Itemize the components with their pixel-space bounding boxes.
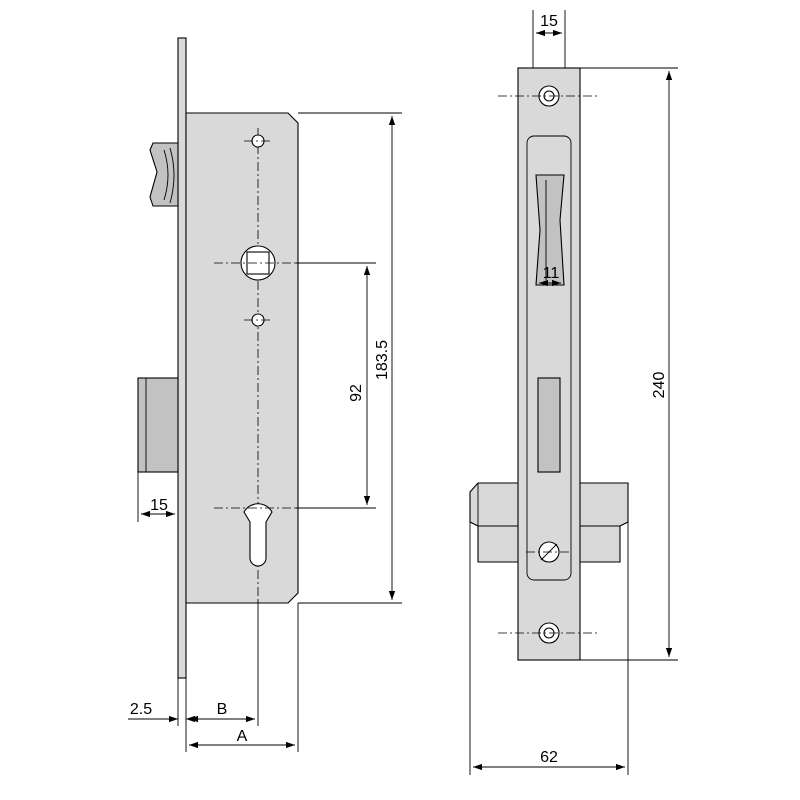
side-dimensions: 183.5 92 15 2.5 B A	[128, 112, 402, 752]
dim-a: A	[237, 728, 248, 745]
dim-center-distance: 92	[348, 384, 365, 402]
dim-front-width: 15	[540, 13, 558, 30]
side-latch-bolt-curve-2	[169, 147, 175, 204]
front-dead-bolt-opening	[537, 377, 561, 473]
side-dead-bolt	[137, 377, 179, 473]
side-lock-case	[185, 112, 299, 604]
side-latch-bolt	[149, 142, 179, 207]
front-view	[469, 67, 629, 661]
front-inner-outline	[526, 135, 572, 581]
side-forend-plate	[177, 37, 187, 679]
side-view	[137, 37, 299, 679]
front-latch-opening	[535, 174, 565, 286]
dim-backset-2-5: 2.5	[130, 701, 152, 718]
dim-latch-thickness: 11	[543, 265, 560, 282]
side-latch-bolt-curve	[163, 149, 169, 201]
front-dimensions: 15 240 11 62	[469, 10, 678, 775]
dim-front-length: 240	[651, 372, 668, 399]
dim-latch-width: 15	[150, 497, 168, 514]
dim-total-depth: 62	[540, 749, 558, 766]
dim-b: B	[217, 701, 228, 718]
dim-case-height: 183.5	[374, 340, 391, 380]
side-cylinder-cutout	[243, 503, 273, 567]
